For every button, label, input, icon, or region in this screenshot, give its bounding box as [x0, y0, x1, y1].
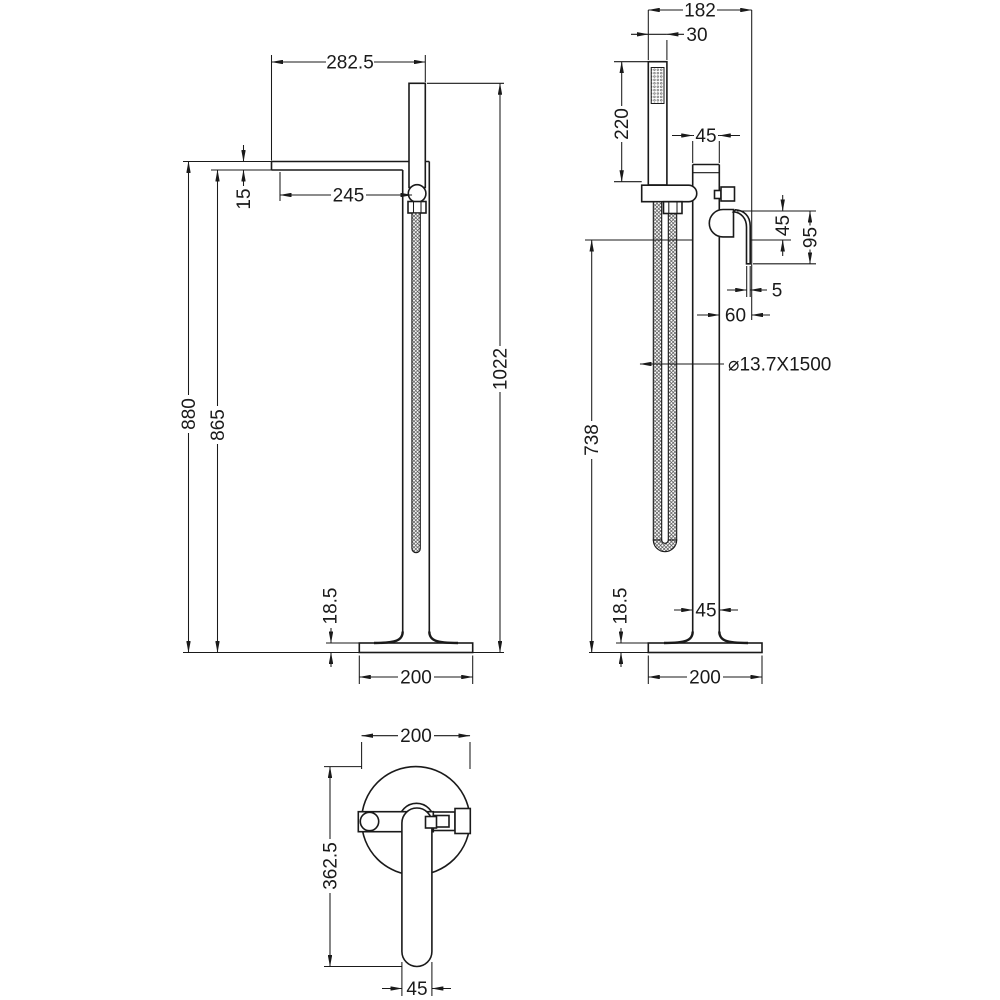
dim-handset-length-label: 220 [612, 108, 633, 140]
dim-base-diameter-side: 200 [358, 655, 474, 688]
dim-spout-top-height-label: 880 [179, 398, 200, 430]
dim-handset-offset: 182 [647, 0, 753, 320]
dim-spout-thickness-label: 15 [234, 188, 255, 209]
dim-base-thickness-front: 18.5 [610, 588, 649, 667]
dim-spout-width-plan: 45 [382, 962, 451, 1000]
dim-handset-width-label: 30 [686, 25, 707, 46]
base-plinth-front [647, 631, 763, 654]
dim-handle-floor-height-label: 738 [582, 424, 603, 456]
diverter-knob [713, 186, 736, 202]
hand-shower-side [407, 82, 427, 554]
dim-base-diameter-plan: 200 [361, 726, 471, 769]
dim-base-diameter-front-label: 200 [689, 667, 721, 688]
dim-column-width-upper: 45 [672, 126, 740, 163]
side-view: 282.5 15 245 1022 880 [179, 52, 511, 688]
dim-spout-to-handset: 282.5 [270, 52, 426, 161]
dim-overall-height-label: 1022 [490, 348, 511, 390]
dim-lever-offset: 5 [727, 266, 782, 301]
dim-overall-height: 1022 [427, 82, 511, 653]
spout-side [183, 160, 430, 171]
dim-handle-drop: 45 [737, 195, 816, 256]
dim-column-width-upper-label: 45 [695, 126, 716, 147]
lever-handle [708, 208, 751, 265]
shower-hose-side [411, 212, 421, 554]
dim-spout-bottom-height: 865 [208, 169, 229, 653]
hose-connector-side [407, 183, 427, 204]
dim-base-thickness-side: 18.5 [320, 588, 360, 667]
riser-column-side [401, 161, 431, 634]
dim-handle-height-label: 95 [800, 227, 821, 248]
front-view: 182 30 220 45 [582, 0, 831, 688]
dim-base-diameter-plan-label: 200 [400, 726, 432, 747]
dim-handle-floor-height: 738 [582, 239, 693, 654]
dim-spout-bottom-height-label: 865 [208, 409, 229, 441]
dim-overall-projection: 362.5 [320, 766, 402, 968]
handle-end-plan [359, 811, 380, 832]
dim-lever-offset-label: 5 [772, 280, 783, 301]
dim-overall-projection-label: 362.5 [320, 842, 341, 890]
plan-view: 200 362.5 45 [320, 726, 472, 1000]
dim-base-diameter-front: 200 [647, 655, 763, 688]
dim-handle-projection-label: 60 [725, 305, 746, 326]
spout-plan [401, 807, 433, 968]
dim-column-width-lower-label: 45 [695, 600, 716, 621]
hose-spec-callout: ⌀13.7X1500 [639, 354, 831, 375]
dim-spout-thickness: 15 [234, 145, 255, 210]
connector-nub-plan [424, 815, 438, 829]
riser-column-front [691, 163, 721, 634]
hand-shower-front [647, 60, 668, 186]
dim-handle-drop-label: 45 [773, 215, 794, 236]
dim-handle-projection: 60 [697, 305, 770, 326]
dim-handle-height: 95 [753, 210, 821, 265]
dim-handset-offset-label: 182 [684, 0, 716, 21]
dim-handset-width: 30 [631, 25, 708, 60]
dim-base-thickness-front-label: 18.5 [610, 588, 631, 625]
dim-column-width-lower: 45 [674, 600, 738, 621]
dim-spout-width-plan-label: 45 [406, 979, 427, 1000]
dim-base-thickness-side-label: 18.5 [320, 588, 341, 625]
base-plinth-side [358, 631, 474, 654]
hose-nut-side [407, 200, 427, 214]
dim-spout-reach-label: 245 [333, 185, 365, 206]
dim-spout-reach: 245 [279, 172, 413, 206]
hose-spec-label: ⌀13.7X1500 [728, 354, 831, 375]
dim-base-diameter-side-label: 200 [400, 667, 432, 688]
hose-nut-front [662, 200, 683, 215]
shower-hose-front [652, 200, 683, 553]
dim-spout-to-handset-label: 282.5 [326, 52, 374, 73]
dim-handset-length: 220 [612, 61, 649, 183]
dim-spout-top-height: 880 [179, 161, 200, 653]
handset-holder-bracket [640, 184, 698, 203]
spray-face [650, 67, 665, 104]
